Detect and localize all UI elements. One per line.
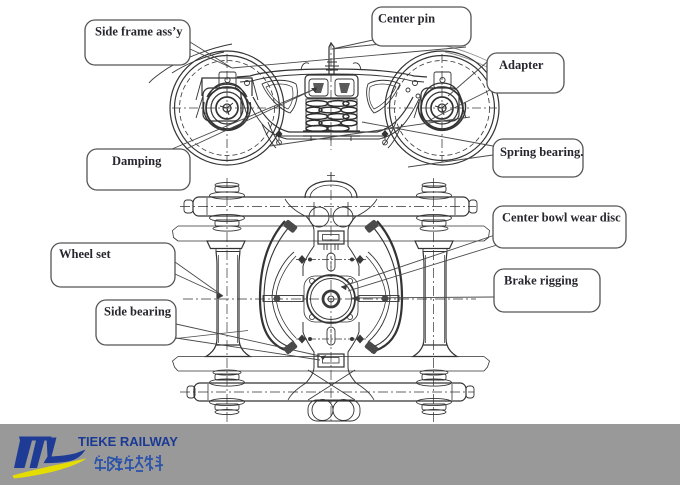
svg-text:Wheel set: Wheel set (59, 247, 112, 261)
svg-text:Center pin: Center pin (378, 12, 435, 26)
svg-text:Brake rigging: Brake rigging (504, 274, 579, 288)
svg-text:TIEKE RAILWAY: TIEKE RAILWAY (78, 434, 178, 449)
svg-text:Spring bearing.: Spring bearing. (500, 145, 583, 159)
svg-text:Damping: Damping (112, 154, 162, 168)
svg-text:Center bowl wear disc: Center bowl wear disc (502, 211, 621, 225)
svg-text:Side frame ass’y: Side frame ass’y (95, 25, 183, 39)
svg-text:Adapter: Adapter (499, 58, 544, 72)
svg-text:Side bearing: Side bearing (104, 305, 172, 319)
